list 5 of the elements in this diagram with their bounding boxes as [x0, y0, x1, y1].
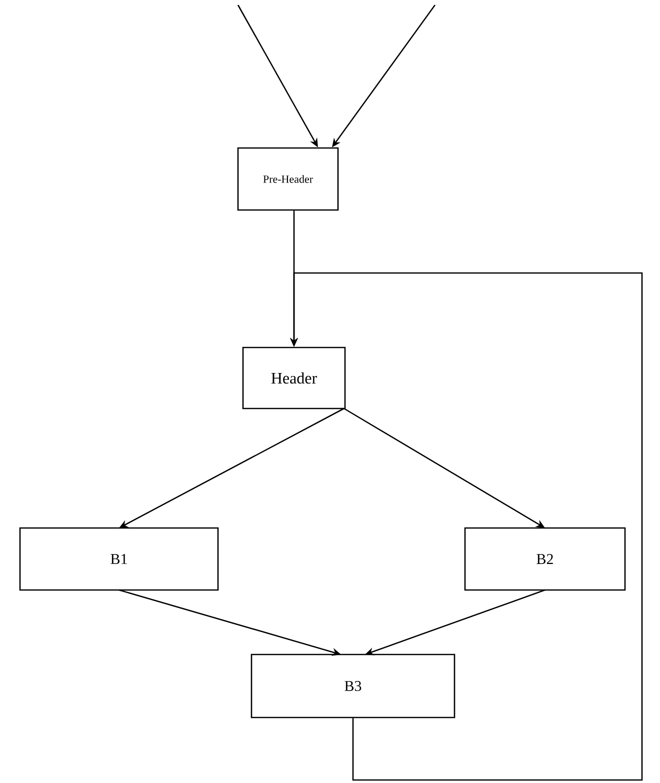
process-box: Header	[242, 346, 346, 410]
process-box: B3	[250, 654, 456, 718]
process-box: B2	[464, 527, 626, 591]
process-box: Pre-Header	[237, 147, 339, 211]
process-box: B1	[19, 527, 219, 591]
